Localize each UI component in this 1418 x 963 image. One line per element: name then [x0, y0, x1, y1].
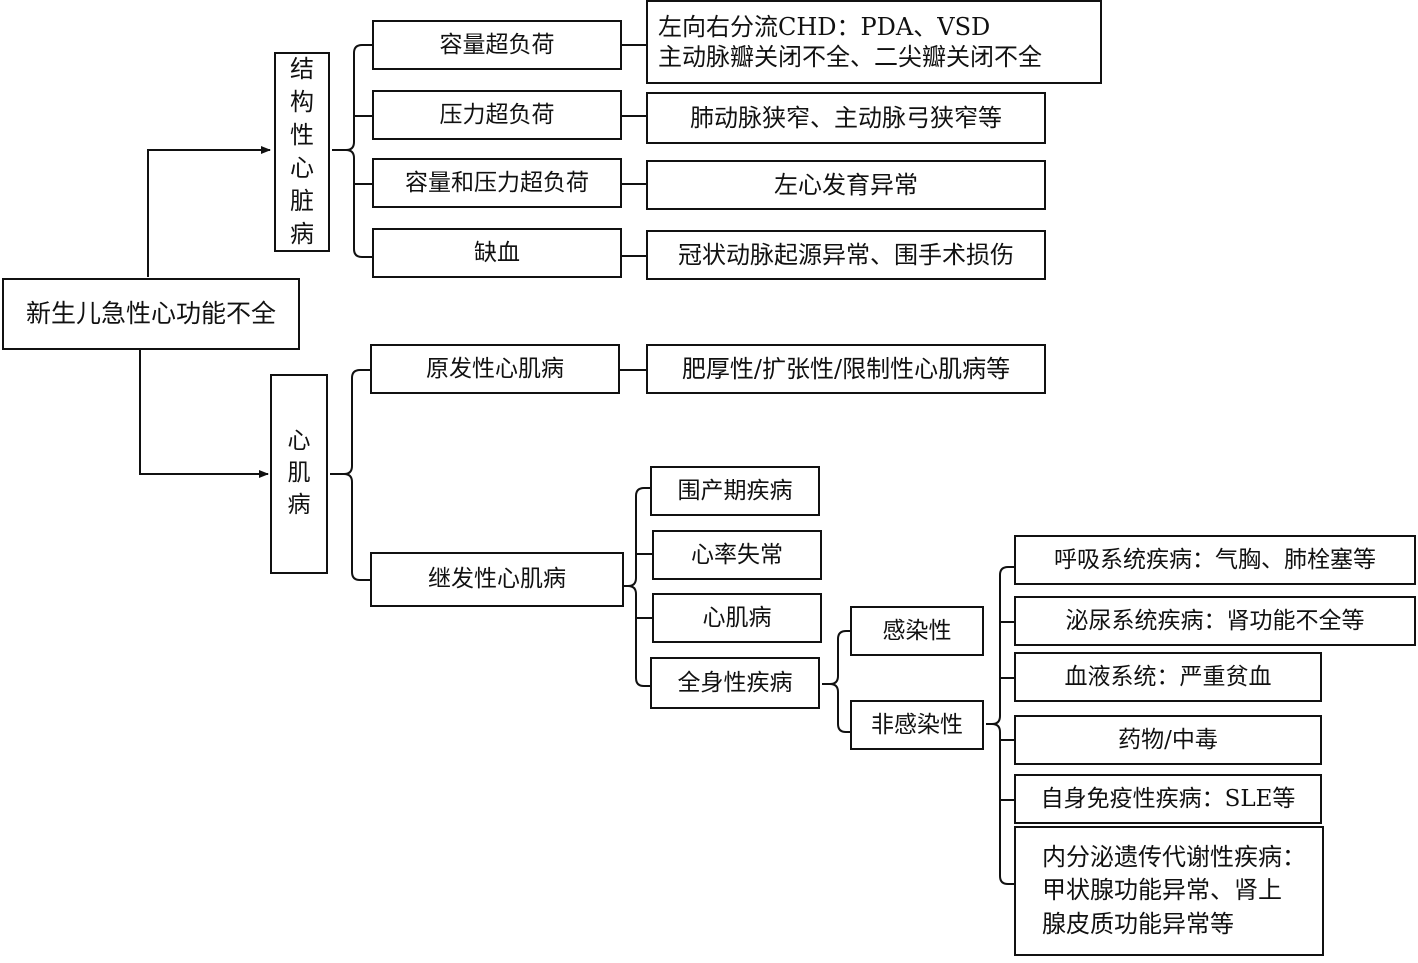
drug-toxin-item: 药物/中毒 — [1014, 715, 1322, 765]
arrow-root-to-myocardial — [139, 350, 269, 478]
cause-perinatal: 围产期疾病 — [650, 466, 820, 516]
title-char: 心 — [287, 428, 311, 455]
cause-arrhythmia: 心率失常 — [652, 530, 822, 580]
volume-overload-node: 容量超负荷 — [372, 20, 622, 70]
title-char: 构 — [290, 87, 314, 116]
volume-pressure-detail: 左心发育异常 — [646, 160, 1046, 210]
urinary-disease-item: 泌尿系统疾病：肾功能不全等 — [1014, 596, 1416, 646]
title-char: 性 — [290, 120, 314, 149]
cardiomyopathy-node: 心肌病 — [270, 374, 328, 574]
autoimmune-item: 自身免疫性疾病：SLE等 — [1014, 774, 1322, 824]
brace-systemic — [822, 630, 850, 733]
endocrine-line: 甲状腺功能异常、肾上 — [1042, 876, 1282, 905]
title-char: 脏 — [290, 187, 314, 216]
primary-cardiomyopathy-detail: 肥厚性/扩张性/限制性心肌病等 — [646, 344, 1046, 394]
brace-secondary — [624, 487, 650, 687]
primary-cardiomyopathy-node: 原发性心肌病 — [370, 344, 620, 394]
blood-system-item: 血液系统：严重贫血 — [1014, 652, 1322, 702]
detail-line: 左向右分流CHD：PDA、VSD — [658, 13, 991, 41]
respiratory-disease-item: 呼吸系统疾病：气胸、肺栓塞等 — [1014, 535, 1416, 585]
endocrine-line: 内分泌遗传代谢性疾病： — [1042, 842, 1306, 871]
title-char: 病 — [287, 491, 311, 518]
endocrine-line: 腺皮质功能异常等 — [1042, 909, 1234, 938]
brace-noninfectious — [986, 566, 1014, 885]
noninfectious-node: 非感染性 — [850, 700, 984, 750]
brace-myocardial — [330, 369, 370, 581]
ischemia-node: 缺血 — [372, 228, 622, 278]
arrow-root-to-structural — [147, 146, 271, 277]
cause-systemic: 全身性疾病 — [650, 657, 820, 709]
cause-cardiomyopathy: 心肌病 — [652, 593, 822, 643]
detail-line: 主动脉瓣关闭不全、二尖瓣关闭不全 — [658, 43, 1042, 71]
volume-pressure-overload-node: 容量和压力超负荷 — [372, 158, 622, 208]
title-char: 肌 — [287, 460, 311, 487]
endocrine-metabolic-item: 内分泌遗传代谢性疾病： 甲状腺功能异常、肾上 腺皮质功能异常等 — [1014, 826, 1324, 956]
volume-overload-detail: 左向右分流CHD：PDA、VSD 主动脉瓣关闭不全、二尖瓣关闭不全 — [646, 0, 1102, 84]
root-node: 新生儿急性心功能不全 — [2, 278, 300, 350]
title-char: 结 — [290, 54, 314, 83]
structural-heart-disease-node: 结构性心脏病 — [274, 52, 330, 252]
pressure-overload-detail: 肺动脉狭窄、主动脉弓狭窄等 — [646, 92, 1046, 144]
ischemia-detail: 冠状动脉起源异常、围手术损伤 — [646, 230, 1046, 280]
title-char: 心 — [290, 154, 314, 182]
title-char: 病 — [290, 220, 314, 249]
pressure-overload-node: 压力超负荷 — [372, 90, 622, 140]
brace-structural — [332, 44, 372, 258]
secondary-cardiomyopathy-node: 继发性心肌病 — [370, 552, 624, 607]
infectious-node: 感染性 — [850, 606, 984, 656]
